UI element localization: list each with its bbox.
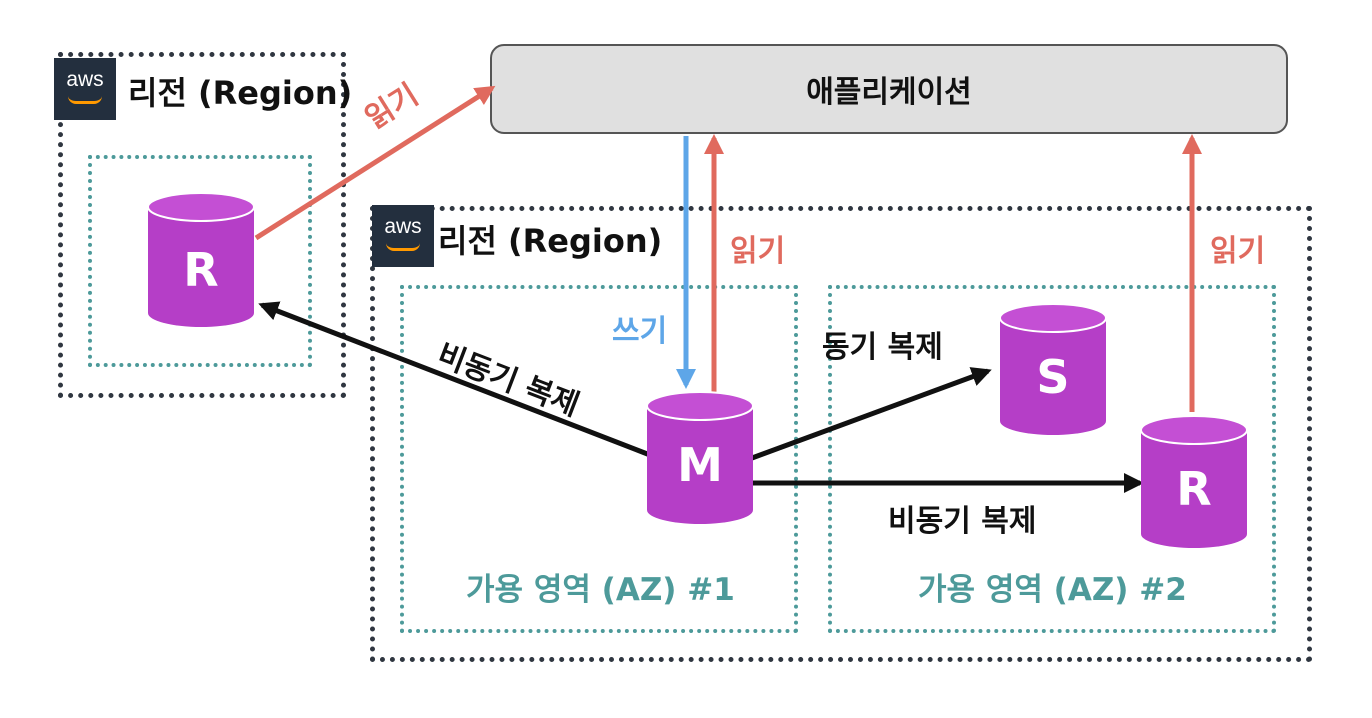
aws-logo: aws <box>372 205 434 267</box>
az-2-label: 가용 영역 (AZ) #2 <box>918 572 1187 608</box>
az-1-label: 가용 영역 (AZ) #1 <box>466 572 735 608</box>
az-2 <box>828 285 1276 633</box>
db-remote-replica-label: R <box>183 243 218 297</box>
db-master: M <box>646 391 754 524</box>
region-right <box>370 206 1312 662</box>
db-master-label: M <box>677 438 723 492</box>
sync-replication-arrow <box>751 367 992 461</box>
aws-logo: aws <box>54 58 116 120</box>
db-standby-label: S <box>1036 350 1069 404</box>
region-right-title: 리전 (Region) <box>438 222 663 260</box>
read-arrow-remote <box>254 85 496 241</box>
application-box: 애플리케이션 <box>490 44 1288 134</box>
async-replication-arrow-remote <box>258 301 651 458</box>
az-1 <box>400 285 798 633</box>
write-label: 쓰기 <box>612 314 668 349</box>
sync-replication-label: 동기 복제 <box>822 330 943 365</box>
db-standby: S <box>999 303 1107 435</box>
async-replication-label-local: 비동기 복제 <box>888 504 1037 539</box>
aws-logo-text: aws <box>384 215 422 238</box>
db-local-replica-label: R <box>1176 462 1211 516</box>
region-left-title: 리전 (Region) <box>128 74 353 112</box>
az-left <box>88 155 312 367</box>
read-label-master: 읽기 <box>730 234 786 269</box>
db-local-replica: R <box>1140 415 1248 548</box>
region-left <box>58 52 346 398</box>
aws-logo-text: aws <box>66 68 104 91</box>
db-remote-replica: R <box>147 192 255 327</box>
read-label-local: 읽기 <box>1210 234 1266 269</box>
application-label: 애플리케이션 <box>806 75 972 110</box>
